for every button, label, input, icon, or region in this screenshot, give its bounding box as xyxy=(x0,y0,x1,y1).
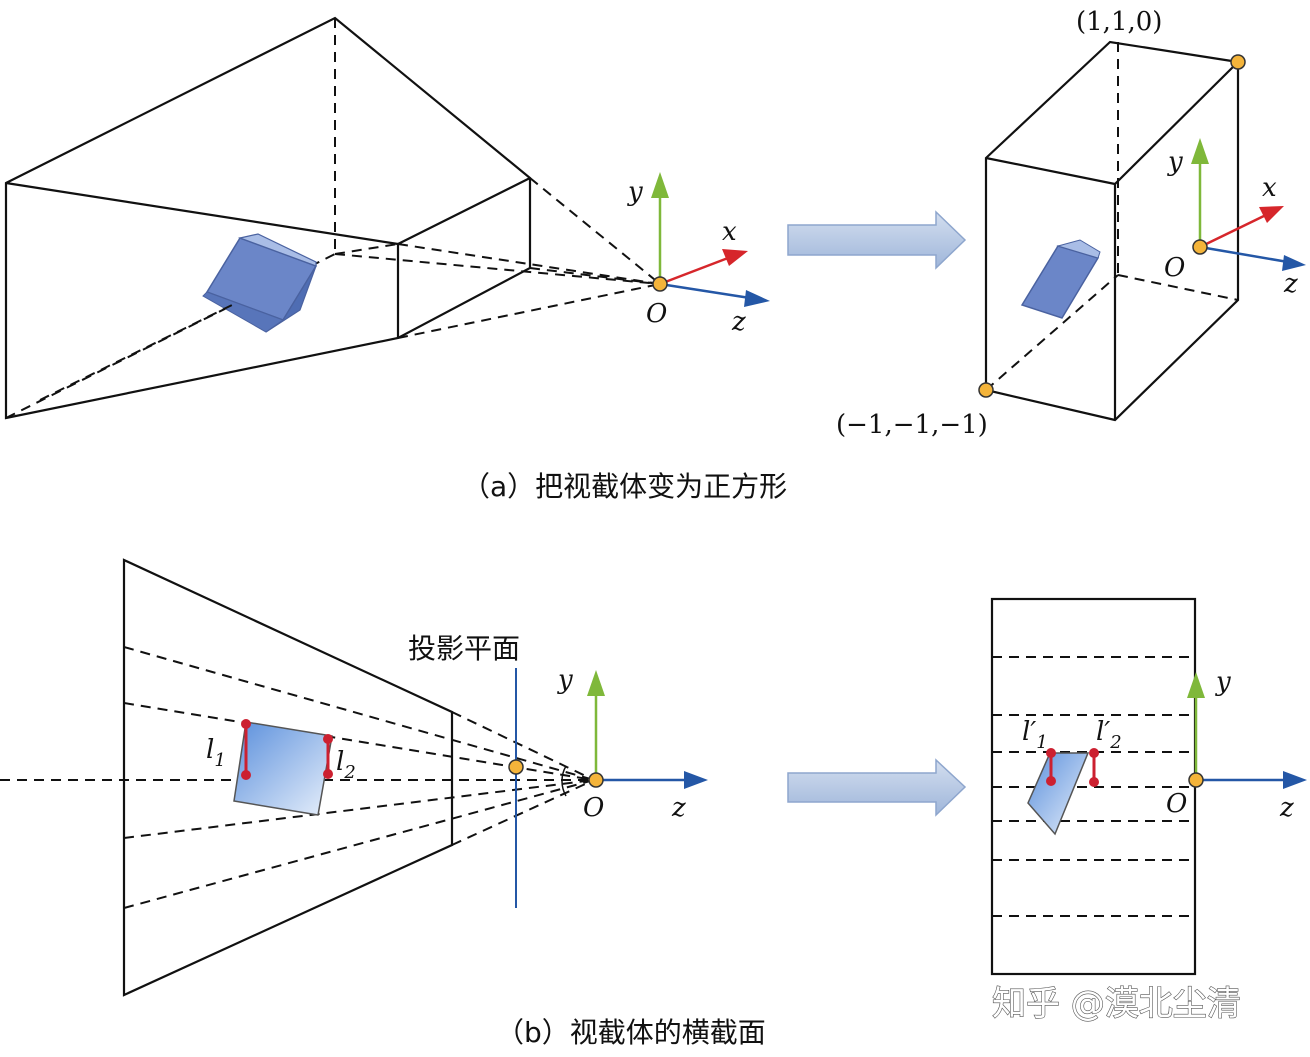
transform-arrow-b xyxy=(787,758,967,817)
corner-dot-top xyxy=(1230,54,1246,70)
z-axis-label-box: z xyxy=(1283,269,1298,299)
l2-prime-label: l′2 xyxy=(1096,717,1122,753)
y-axis-label-box: y xyxy=(1167,147,1183,177)
view-ray-a xyxy=(39,304,233,401)
z-axis-label-b: z xyxy=(671,793,686,823)
box-cross-section: l′1 l′2 xyxy=(990,597,1197,976)
y-axis-label-a: y xyxy=(627,177,643,207)
panel-b: 投影平面 l1 l2 y z O xyxy=(0,558,1307,1049)
origin-label-b-right: O xyxy=(1166,789,1187,819)
canonical-box: (1,1,0) (−1,−1,−1) xyxy=(836,7,1246,440)
transform-arrow-a xyxy=(787,210,967,270)
axes-box: y x z O xyxy=(1164,138,1306,299)
z-axis-label-b-right: z xyxy=(1279,793,1294,823)
cube-a xyxy=(202,233,318,333)
watermark: 知乎 @漠北尘清 xyxy=(992,984,1241,1024)
origin-label-a: O xyxy=(646,299,667,329)
x-axis-label-a: x xyxy=(722,217,737,247)
cube-b xyxy=(1020,245,1100,319)
axes-b: y z O xyxy=(557,665,708,823)
origin-label-box: O xyxy=(1164,253,1185,283)
z-axis-label-a: z xyxy=(731,307,746,337)
caption-b: （b）视截体的横截面 xyxy=(496,1016,766,1049)
corner-dot-bottom xyxy=(978,382,994,398)
object-square xyxy=(233,721,333,816)
l2-label: l2 xyxy=(336,747,356,783)
corner-label-top: (1,1,0) xyxy=(1076,7,1162,37)
l1-label: l1 xyxy=(206,735,226,771)
y-axis-label-b-right: y xyxy=(1215,667,1231,697)
origin-dot-a xyxy=(652,276,668,292)
x-axis-label-box: x xyxy=(1262,173,1277,203)
origin-label-b: O xyxy=(583,793,604,823)
frustum-a xyxy=(4,16,661,420)
panel-a: y x z O (1,1,0) (−1,−1,−1) xyxy=(4,7,1306,503)
projection-plane-label: 投影平面 xyxy=(408,632,520,665)
axes-a: y x z O xyxy=(627,172,770,337)
axes-b-right: y z O xyxy=(1166,667,1307,823)
segment-l1 xyxy=(241,719,251,780)
l1-prime-label: l′1 xyxy=(1022,717,1048,753)
caption-a: （a）把视截体变为正方形 xyxy=(462,470,787,503)
corner-label-bottom: (−1,−1,−1) xyxy=(836,410,988,440)
y-axis-label-b: y xyxy=(557,665,573,695)
object-projected xyxy=(1027,752,1090,836)
segment-l2 xyxy=(323,734,333,779)
